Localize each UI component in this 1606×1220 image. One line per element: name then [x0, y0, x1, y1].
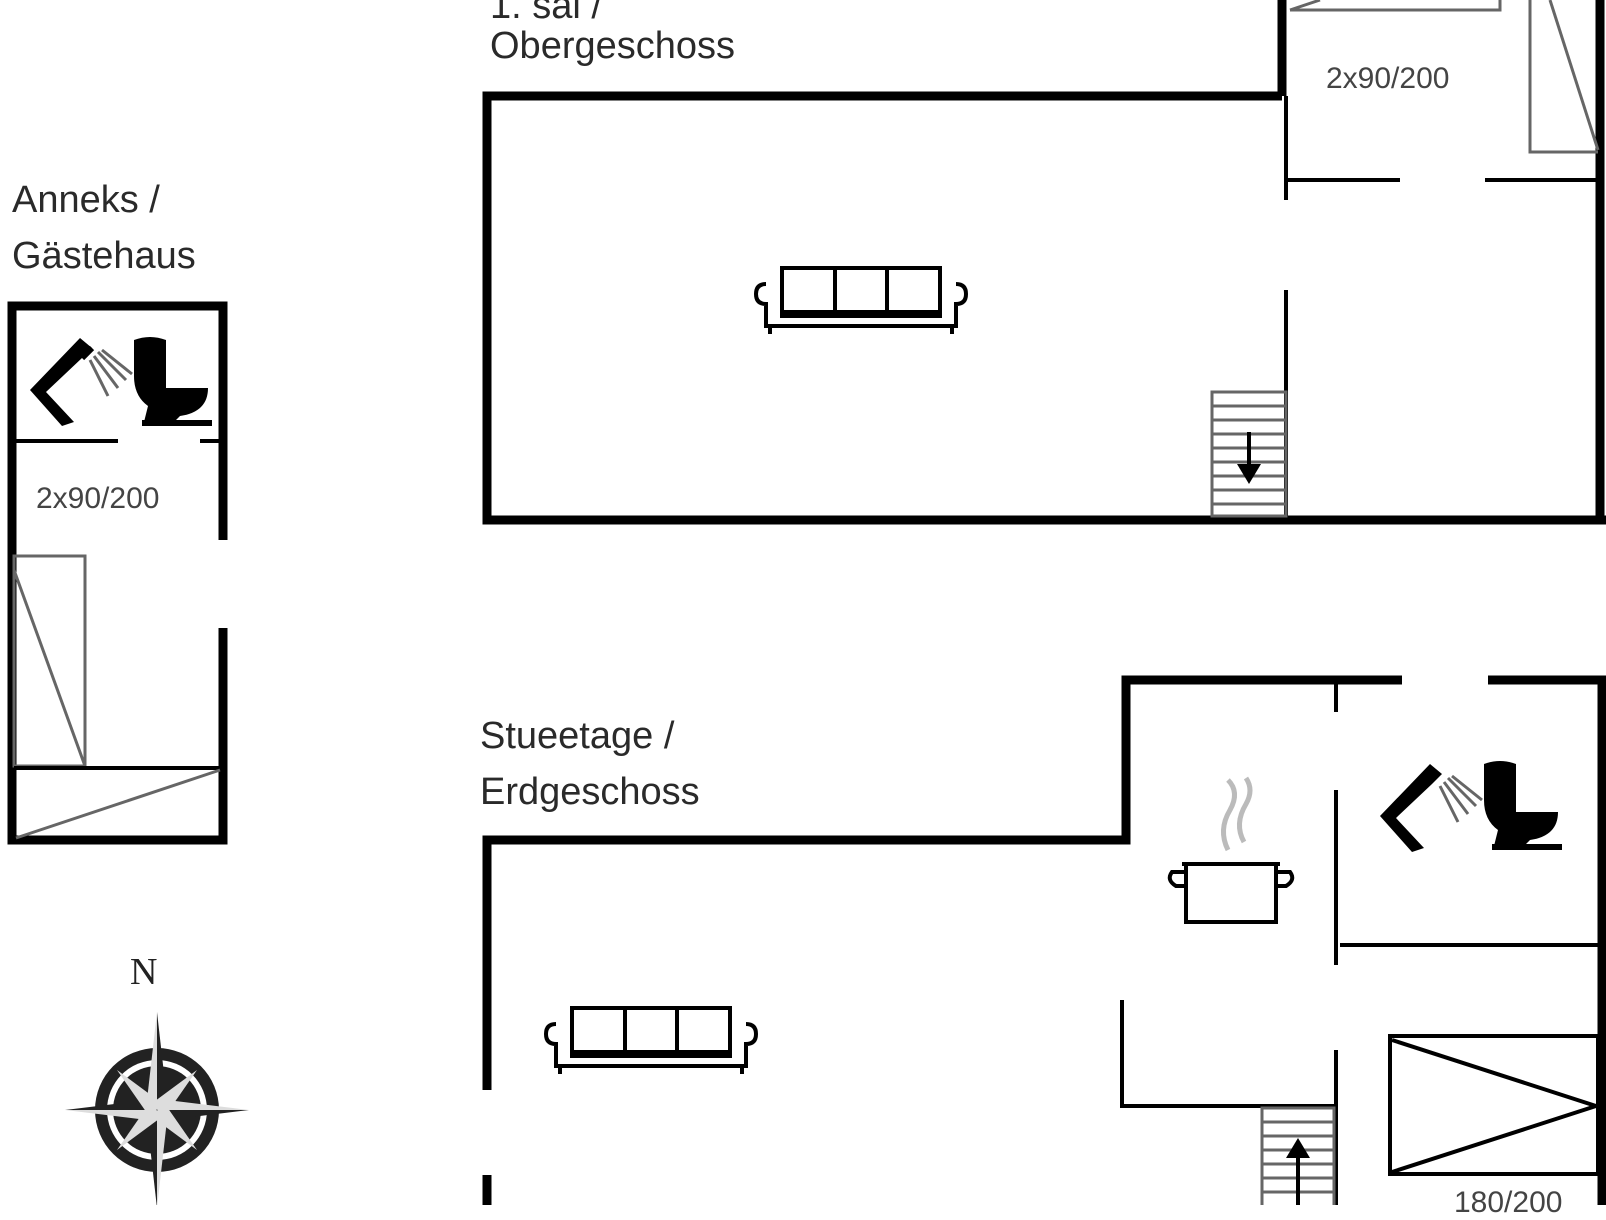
ground-floor: [482, 675, 1606, 1205]
toilet-icon: [134, 337, 212, 426]
bed-size-upper: 2x90/200: [1326, 62, 1450, 95]
ground-floor-label-line2: Erdgeschoss: [480, 771, 700, 813]
sofa-icon: [543, 1006, 759, 1074]
compass-rose-icon: [65, 1012, 249, 1205]
compass-north-label: N: [130, 951, 158, 993]
stairs-up-icon: [1260, 1106, 1336, 1205]
annex-label-line1: Anneks /: [12, 179, 160, 221]
annex-label-line2: Gästehaus: [12, 235, 196, 277]
upper-floor: [482, 0, 1606, 525]
upper-floor-label-line2: Obergeschoss: [490, 25, 736, 67]
bed-size-ground: 180/200: [1454, 1186, 1563, 1219]
bed-size-annex: 2x90/200: [36, 482, 160, 515]
shower-icon: [1380, 764, 1483, 852]
toilet-icon: [1484, 761, 1562, 850]
stairs-down-icon: [1210, 390, 1288, 518]
upper-floor-label-line1: 1. sal /: [490, 0, 602, 27]
annex: [7, 301, 228, 845]
sofa-icon: [753, 266, 969, 334]
ground-floor-label-line1: Stueetage /: [480, 715, 675, 757]
cooking-pot-icon: [1167, 776, 1295, 924]
shower-icon: [30, 338, 133, 426]
